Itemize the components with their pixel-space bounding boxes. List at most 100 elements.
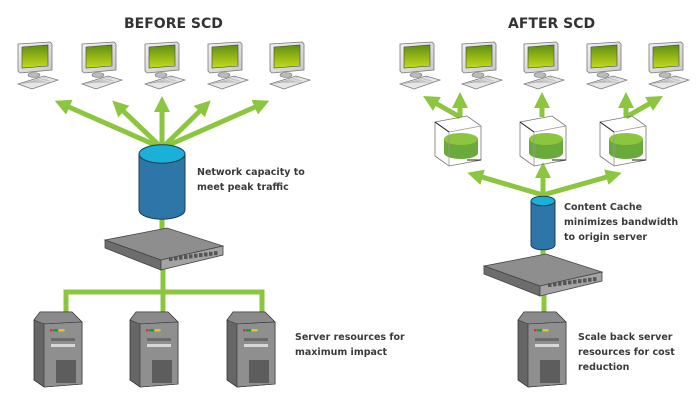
switch-port xyxy=(568,280,572,284)
server-led-red xyxy=(50,329,53,332)
network-capacity-cylinder xyxy=(139,145,185,219)
keyboard xyxy=(400,76,440,89)
content-cache-label: Content Cache minimizes bandwidth to ori… xyxy=(564,200,678,245)
switch-port xyxy=(573,280,577,284)
network-label-line: Network capacity to xyxy=(197,165,305,180)
server-led-red xyxy=(146,329,149,332)
monitor-stand xyxy=(28,73,40,78)
server-label-line: Server resources for xyxy=(295,330,405,345)
monitor-stand xyxy=(534,73,546,78)
monitor-screen xyxy=(653,45,679,68)
switch-port xyxy=(194,254,198,258)
link-arrow xyxy=(475,175,543,195)
switch-port xyxy=(204,252,208,256)
computer-icon xyxy=(524,42,564,89)
server-label-line: Scale back server xyxy=(578,330,675,345)
monitor-screen xyxy=(404,45,430,68)
server-vent xyxy=(540,360,560,383)
link-arrow xyxy=(162,106,205,148)
keyboard xyxy=(145,76,185,89)
switch-port xyxy=(184,255,188,259)
keyboard xyxy=(649,76,689,89)
switch-port xyxy=(558,282,562,286)
server-drive-bay xyxy=(244,344,268,347)
content-cache-cylinder xyxy=(531,196,555,250)
server-drive-bay xyxy=(51,338,75,341)
link-arrow xyxy=(162,104,262,148)
computer-icon xyxy=(145,42,185,89)
link-arrow xyxy=(626,100,656,117)
computer-icon xyxy=(587,42,627,89)
server-led-yellow xyxy=(543,329,549,332)
link-arrow xyxy=(118,106,162,148)
switch-port xyxy=(563,281,567,285)
monitor-screen xyxy=(22,45,48,68)
server-label-line: maximum impact xyxy=(295,345,405,360)
monitor-screen xyxy=(86,45,112,68)
link-arrow xyxy=(543,175,614,195)
network-switch xyxy=(105,228,223,270)
monitor-stand xyxy=(92,73,104,78)
cylinder-body xyxy=(531,201,555,250)
server-label-line: resources for cost xyxy=(578,345,675,360)
monitor-stand xyxy=(472,73,484,78)
computer-icon xyxy=(208,42,248,89)
server-led-yellow xyxy=(155,329,161,332)
server-led-green xyxy=(246,329,251,332)
switch-port xyxy=(548,283,552,287)
before-title: BEFORE SCD xyxy=(124,16,223,32)
server-vent xyxy=(56,360,76,383)
cache-label-line: Content Cache xyxy=(564,200,678,215)
server-led-green xyxy=(537,329,542,332)
monitor-stand xyxy=(218,73,230,78)
server-drive-bay xyxy=(535,338,559,341)
link-arrow xyxy=(430,100,460,117)
server-icon xyxy=(130,312,178,387)
server-vent xyxy=(152,360,172,383)
server-drive-bay xyxy=(51,344,75,347)
server-led-yellow xyxy=(252,329,258,332)
cache-label-line: to origin server xyxy=(564,230,678,245)
network-capacity-label: Network capacity to meet peak traffic xyxy=(197,165,305,195)
server-drive-bay xyxy=(147,338,171,341)
monitor-screen xyxy=(466,45,492,68)
monitor-stand xyxy=(597,73,609,78)
server-led-red xyxy=(243,329,246,332)
server-icon xyxy=(518,312,566,387)
keyboard xyxy=(270,76,310,89)
server-led-green xyxy=(149,329,154,332)
switch-port xyxy=(199,253,203,257)
monitor-stand xyxy=(410,73,422,78)
computer-icon xyxy=(649,42,689,89)
switch-port xyxy=(553,282,557,286)
computer-icon xyxy=(18,42,58,89)
edge-cache-icon xyxy=(600,116,646,166)
origin-switch xyxy=(484,254,602,296)
monitor-screen xyxy=(274,45,300,68)
server-drive-bay xyxy=(244,338,268,341)
after-title: AFTER SCD xyxy=(508,16,595,32)
monitor-screen xyxy=(149,45,175,68)
switch-port xyxy=(214,251,218,255)
switch-port xyxy=(174,256,178,260)
server-icon xyxy=(34,312,82,387)
switch-port xyxy=(189,254,193,258)
network-label-line: meet peak traffic xyxy=(197,180,305,195)
server-led-red xyxy=(534,329,537,332)
switch-port xyxy=(593,277,597,281)
computer-icon xyxy=(400,42,440,89)
monitor-screen xyxy=(528,45,554,68)
keyboard xyxy=(587,76,627,89)
switch-port xyxy=(588,278,592,282)
server-icon xyxy=(227,312,275,387)
computer-icon xyxy=(270,42,310,89)
keyboard xyxy=(462,76,502,89)
server-drive-bay xyxy=(147,344,171,347)
keyboard xyxy=(524,76,564,89)
after-server-label: Scale back server resources for cost red… xyxy=(578,330,675,375)
monitor-screen xyxy=(212,45,238,68)
switch-port xyxy=(583,278,587,282)
cache-label-line: minimizes bandwidth xyxy=(564,215,678,230)
keyboard xyxy=(208,76,248,89)
